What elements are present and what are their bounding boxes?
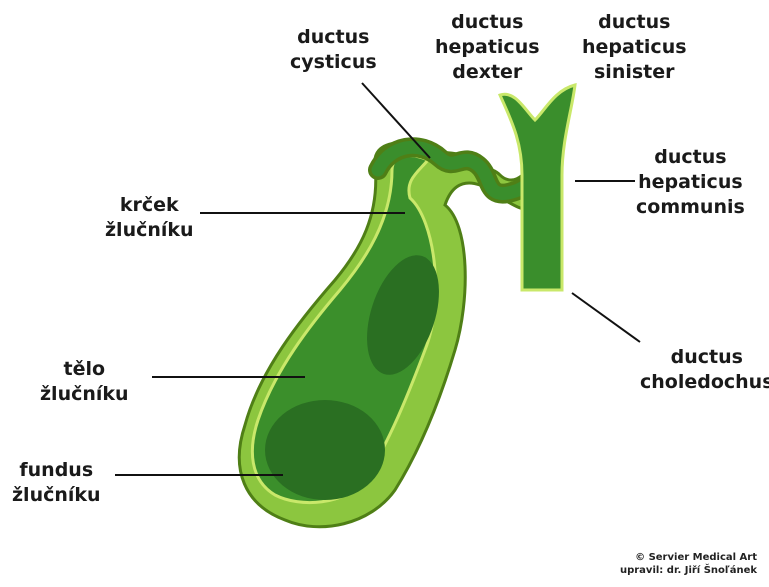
leader-ductus-choledochus: [572, 293, 640, 342]
lumen-fold-lower: [265, 400, 385, 500]
